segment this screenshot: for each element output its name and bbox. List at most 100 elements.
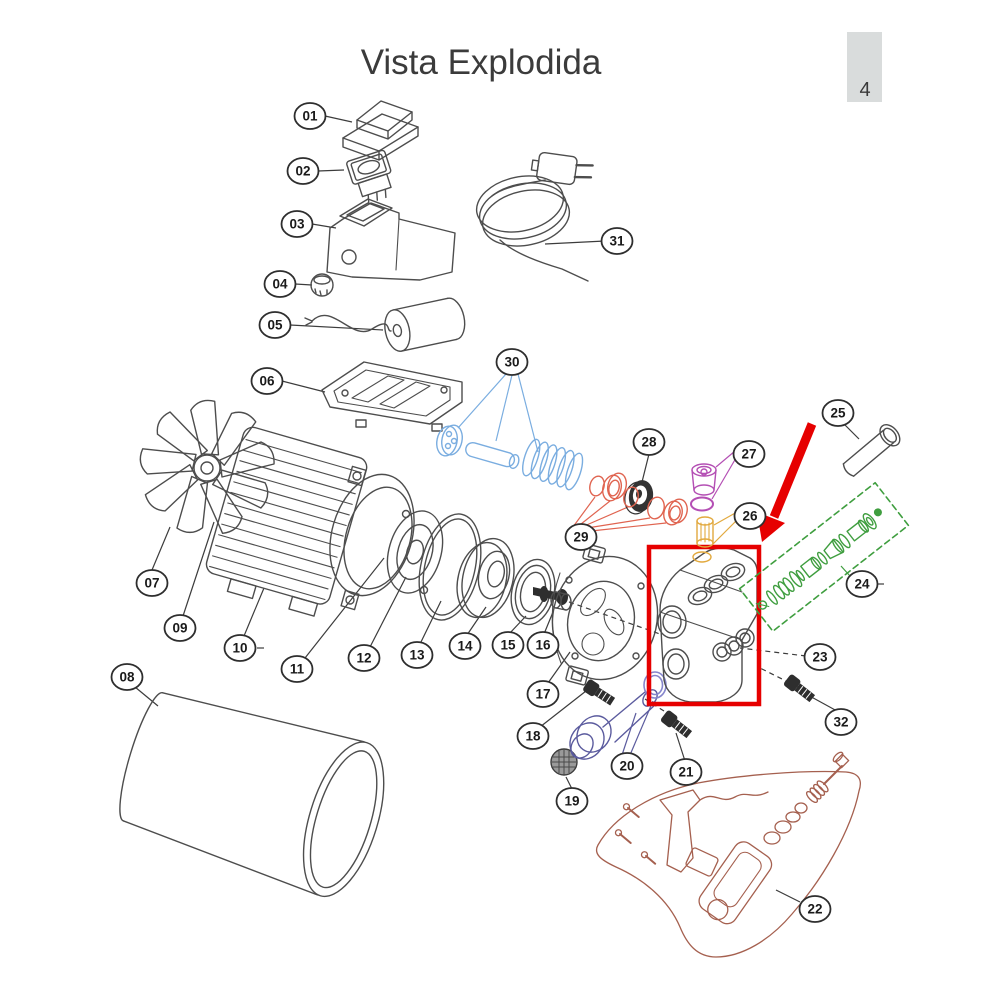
callout-04: 04 xyxy=(263,270,297,298)
callout-27: 27 xyxy=(732,440,766,468)
part-01-top-cover xyxy=(342,100,419,161)
leader-lines-20 xyxy=(621,700,654,756)
callout-29: 29 xyxy=(564,523,598,551)
callout-15: 15 xyxy=(491,631,525,659)
callout-05: 05 xyxy=(258,311,292,339)
svg-text:30: 30 xyxy=(504,355,519,370)
part-22-gun-kit xyxy=(595,751,861,958)
svg-text:14: 14 xyxy=(457,639,473,654)
svg-text:20: 20 xyxy=(619,759,634,774)
part-25-tube xyxy=(842,424,901,477)
callout-14: 14 xyxy=(448,632,482,660)
callout-21: 21 xyxy=(669,758,703,786)
part-14-swash-plate xyxy=(456,537,515,619)
part-32-bolt xyxy=(783,674,816,703)
svg-text:07: 07 xyxy=(144,576,159,591)
callout-30: 30 xyxy=(495,348,529,376)
part-23-pump-head xyxy=(657,547,758,703)
svg-text:28: 28 xyxy=(641,435,657,450)
part-16-spacer xyxy=(550,591,572,611)
svg-text:02: 02 xyxy=(295,164,310,179)
svg-text:06: 06 xyxy=(259,374,275,389)
leader-lines-30 xyxy=(457,373,539,453)
svg-text:16: 16 xyxy=(535,638,551,653)
svg-text:15: 15 xyxy=(500,638,516,653)
svg-text:09: 09 xyxy=(172,621,187,636)
part-04-cap xyxy=(310,273,334,297)
callout-18: 18 xyxy=(516,722,550,750)
part-07-fan xyxy=(134,396,276,540)
leader-line-24 xyxy=(840,565,851,577)
callout-28: 28 xyxy=(632,428,666,456)
svg-text:22: 22 xyxy=(807,902,822,917)
callout-03: 03 xyxy=(280,210,314,238)
svg-text:31: 31 xyxy=(609,234,625,249)
callout-11: 11 xyxy=(280,655,314,683)
callouts: 01 02 03 04 05 06 07 08 09 10 11 12 13 1… xyxy=(110,102,879,923)
part-08-motor-cover xyxy=(119,692,385,898)
callout-08: 08 xyxy=(110,663,144,691)
callout-09: 09 xyxy=(163,614,197,642)
part-17-pump-cover xyxy=(551,543,659,686)
svg-text:10: 10 xyxy=(232,641,247,656)
callout-19: 19 xyxy=(555,787,589,815)
page-title: Vista Explodida xyxy=(361,43,602,82)
part-19-inlet-filter xyxy=(550,748,578,776)
callout-24: 24 xyxy=(845,570,879,598)
callout-25: 25 xyxy=(821,399,855,427)
callout-07: 07 xyxy=(135,569,169,597)
svg-text:26: 26 xyxy=(742,509,758,524)
callout-12: 12 xyxy=(347,644,381,672)
svg-text:32: 32 xyxy=(833,715,848,730)
svg-text:27: 27 xyxy=(741,447,756,462)
callout-26: 26 xyxy=(733,502,767,530)
part-18-bolt xyxy=(583,679,616,706)
callout-20: 20 xyxy=(610,752,644,780)
page-number: 4 xyxy=(859,79,870,101)
svg-text:19: 19 xyxy=(564,794,579,809)
part-06-terminal-box-base xyxy=(321,361,463,432)
callout-10: 10 xyxy=(223,634,257,662)
svg-text:24: 24 xyxy=(854,577,870,592)
svg-text:12: 12 xyxy=(356,651,371,666)
part-10-motor-body xyxy=(205,426,368,617)
leader-lines xyxy=(134,115,884,903)
part-24-valve-kit xyxy=(738,481,910,633)
svg-text:08: 08 xyxy=(119,670,135,685)
svg-text:17: 17 xyxy=(535,687,550,702)
callout-23: 23 xyxy=(803,643,837,671)
part-26-fitting xyxy=(692,516,714,563)
svg-text:25: 25 xyxy=(830,406,846,421)
callout-06: 06 xyxy=(250,367,284,395)
callout-17: 17 xyxy=(526,680,560,708)
svg-text:04: 04 xyxy=(272,277,288,292)
part-13-oring xyxy=(418,513,482,621)
svg-text:03: 03 xyxy=(289,217,305,232)
part-27-seal xyxy=(690,463,717,512)
svg-text:23: 23 xyxy=(812,650,828,665)
page-tab: 4 xyxy=(847,32,882,102)
svg-text:05: 05 xyxy=(267,318,283,333)
callout-31: 31 xyxy=(600,227,634,255)
svg-text:21: 21 xyxy=(678,765,694,780)
svg-text:11: 11 xyxy=(290,662,305,677)
callout-32: 32 xyxy=(824,708,858,736)
part-21-bolt xyxy=(660,710,693,739)
svg-text:29: 29 xyxy=(573,530,588,545)
part-02-power-switch xyxy=(346,149,392,204)
part-12-bearing-flange xyxy=(386,509,444,595)
callout-01: 01 xyxy=(293,102,327,130)
callout-02: 02 xyxy=(286,157,320,185)
part-31-power-cord xyxy=(475,151,594,282)
part-30-pin-spring xyxy=(436,424,584,491)
callout-22: 22 xyxy=(798,895,832,923)
part-29-orings xyxy=(589,472,688,526)
svg-text:13: 13 xyxy=(409,648,425,663)
svg-text:18: 18 xyxy=(525,729,541,744)
part-28-bearing xyxy=(624,480,654,515)
part-03-terminal-housing xyxy=(326,198,456,281)
svg-text:01: 01 xyxy=(302,109,318,124)
leader-lines-27 xyxy=(711,450,737,500)
highlight-arrow xyxy=(757,422,817,542)
